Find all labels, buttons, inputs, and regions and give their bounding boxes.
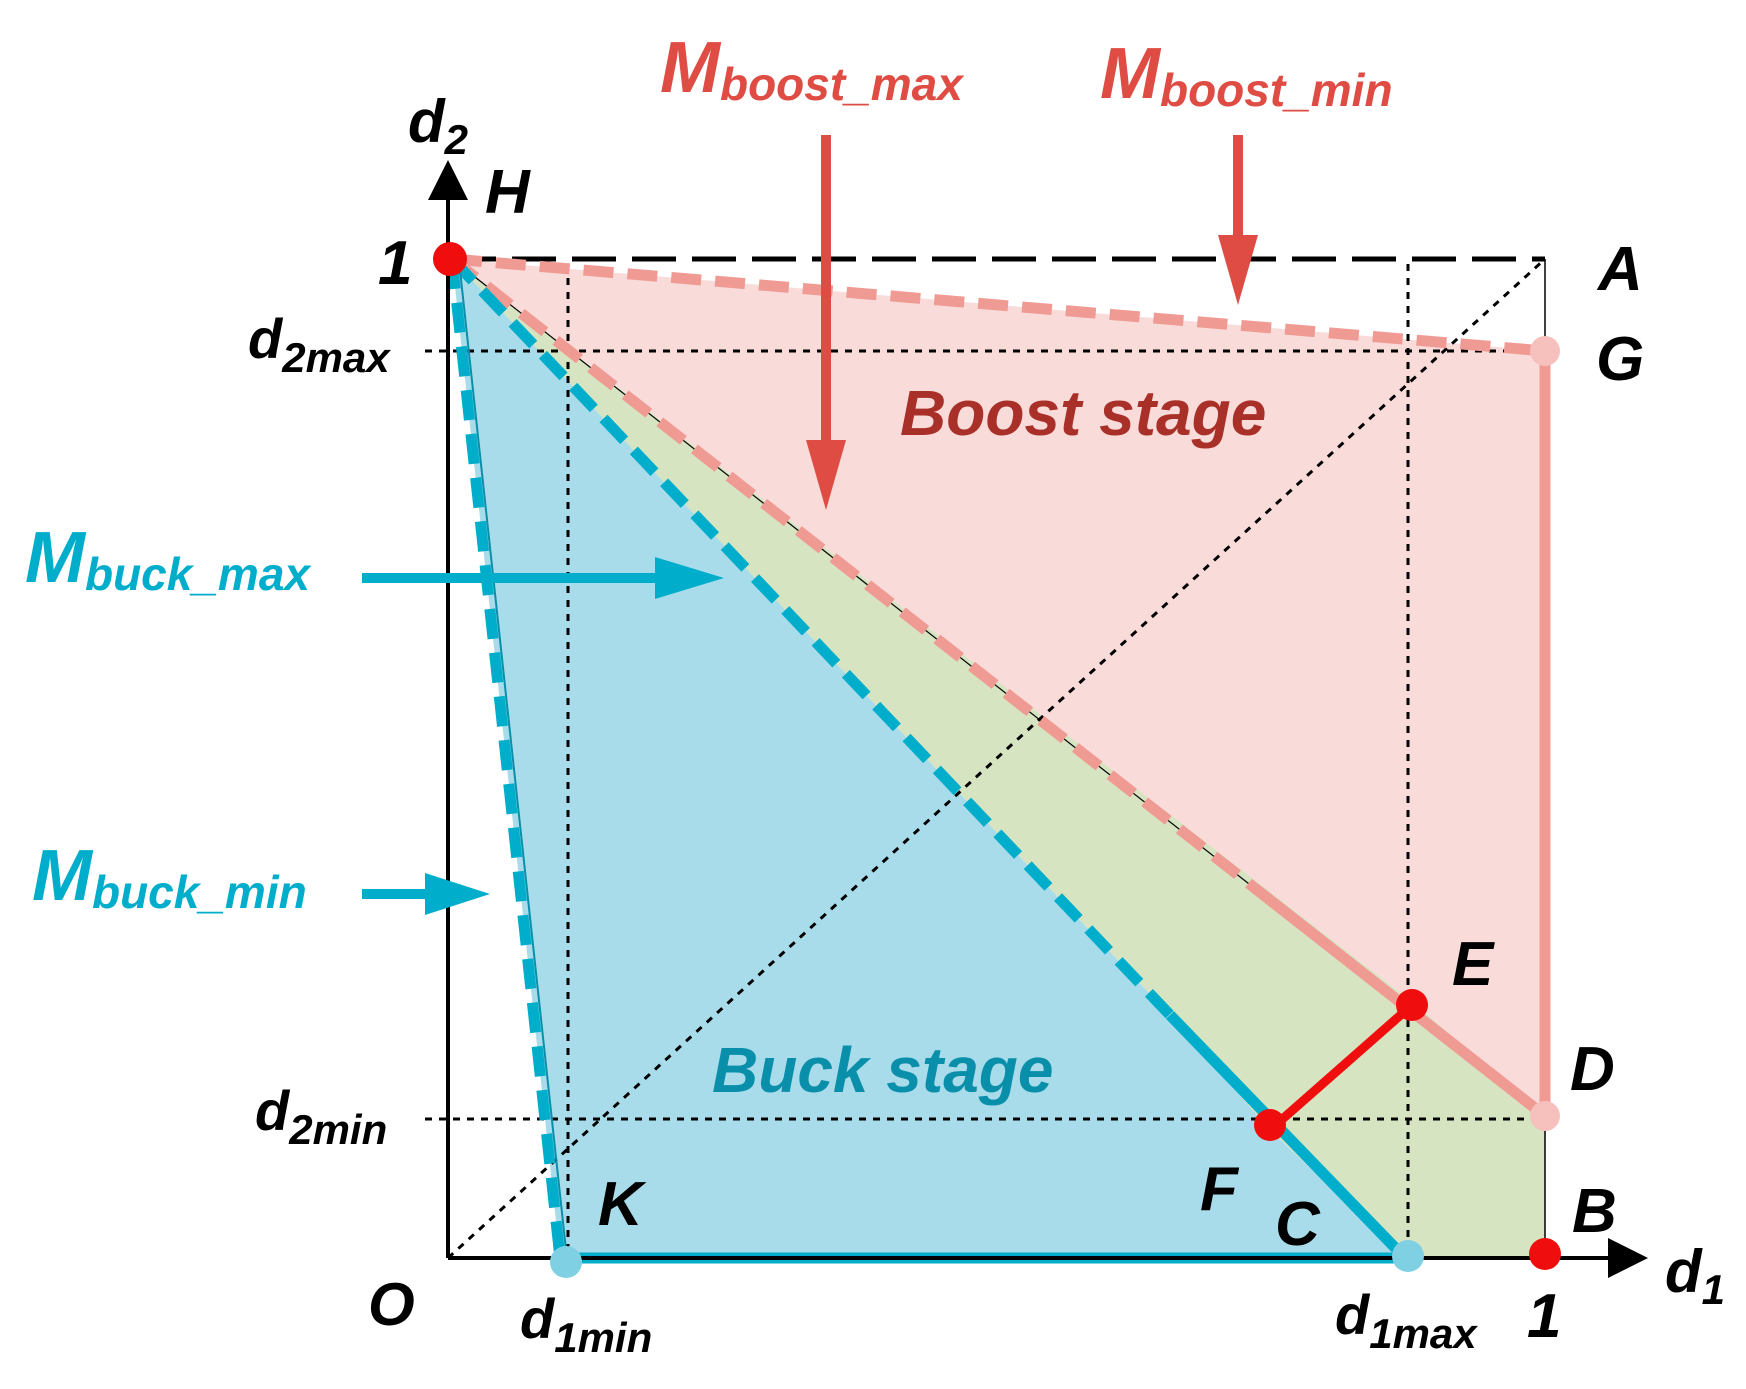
boost-max-arrow-head xyxy=(806,440,846,510)
d2min-sub: 2min xyxy=(288,1106,387,1153)
point-D xyxy=(1530,1101,1560,1131)
label-G: G xyxy=(1596,325,1644,394)
y-axis-name: d xyxy=(408,88,446,155)
guide-diagonal xyxy=(446,257,1547,1260)
label-C: C xyxy=(1275,1190,1321,1259)
boost-min-main: M xyxy=(1100,34,1162,114)
label-E: E xyxy=(1452,930,1495,999)
x-axis-sub: 1 xyxy=(1702,1266,1725,1313)
point-F xyxy=(1254,1109,1286,1141)
d1min-sub: 1min xyxy=(554,1314,652,1361)
buck-max-label: Mbuck_max xyxy=(25,518,312,600)
label-B: B xyxy=(1572,1177,1617,1246)
x-axis-label: d1 xyxy=(1665,1238,1725,1313)
boost-min-arrow-head xyxy=(1218,235,1258,305)
boost-stage-region xyxy=(452,259,1545,1116)
x-one-label: 1 xyxy=(1527,1282,1561,1351)
point-C xyxy=(1392,1240,1424,1272)
buck-min-arrow-head xyxy=(425,873,490,915)
buck-min-curve xyxy=(446,258,566,1259)
origin-label: O xyxy=(368,1271,415,1338)
boost-max-main: M xyxy=(660,28,722,108)
boost-max-sub: boost_max xyxy=(720,58,965,110)
buck-min-label: Mbuck_min xyxy=(32,836,307,918)
buck-min-main: M xyxy=(32,836,94,916)
operating-segment-EF xyxy=(1267,1001,1415,1134)
label-F: F xyxy=(1200,1155,1240,1224)
d1min-main: d xyxy=(520,1287,556,1350)
y-one-label: 1 xyxy=(378,229,412,298)
buck-max-main: M xyxy=(25,518,87,598)
d1min-label: d1min xyxy=(520,1287,652,1361)
point-E xyxy=(1396,989,1428,1021)
buck-stage-region xyxy=(452,259,1405,1258)
boost-max-label: Mboost_max xyxy=(660,28,965,110)
d2max-main: d xyxy=(248,307,284,370)
buck-max-curve-solid xyxy=(1166,1011,1409,1262)
points xyxy=(433,242,1561,1278)
d1max-sub: 1max xyxy=(1369,1310,1478,1357)
d2max-sub: 2max xyxy=(281,334,391,381)
buck-min-inner-line xyxy=(459,269,567,1251)
label-H: H xyxy=(485,158,531,227)
buck-max-arrow-head xyxy=(655,557,724,599)
point-G xyxy=(1530,336,1560,366)
point-B xyxy=(1529,1238,1561,1270)
d2min-main: d xyxy=(255,1079,291,1142)
d1max-main: d xyxy=(1335,1283,1371,1346)
boost-stage-label: Boost stage xyxy=(900,377,1266,449)
d2min-label: d2min xyxy=(255,1079,387,1153)
point-H xyxy=(433,242,467,276)
label-A: A xyxy=(1596,235,1643,304)
boost-min-curve xyxy=(451,253,1546,357)
buck-stage-label: Buck stage xyxy=(712,1034,1053,1106)
boost-min-sub: boost_min xyxy=(1160,64,1393,116)
axes xyxy=(428,160,1648,1278)
buck-max-sub: buck_max xyxy=(85,548,312,600)
d2max-label: d2max xyxy=(248,307,391,381)
y-axis-sub: 2 xyxy=(444,116,468,163)
label-K: K xyxy=(598,1170,647,1239)
label-D: D xyxy=(1570,1035,1615,1104)
buck-min-sub: buck_min xyxy=(92,866,307,918)
boost-min-label: Mboost_min xyxy=(1100,34,1393,116)
point-K xyxy=(550,1246,582,1278)
x-axis-name: d xyxy=(1665,1238,1703,1305)
d1max-label: d1max xyxy=(1335,1283,1478,1357)
guide-lines xyxy=(425,257,1547,1260)
y-axis-label: d2 xyxy=(408,88,468,163)
label-arrows xyxy=(362,135,1258,915)
